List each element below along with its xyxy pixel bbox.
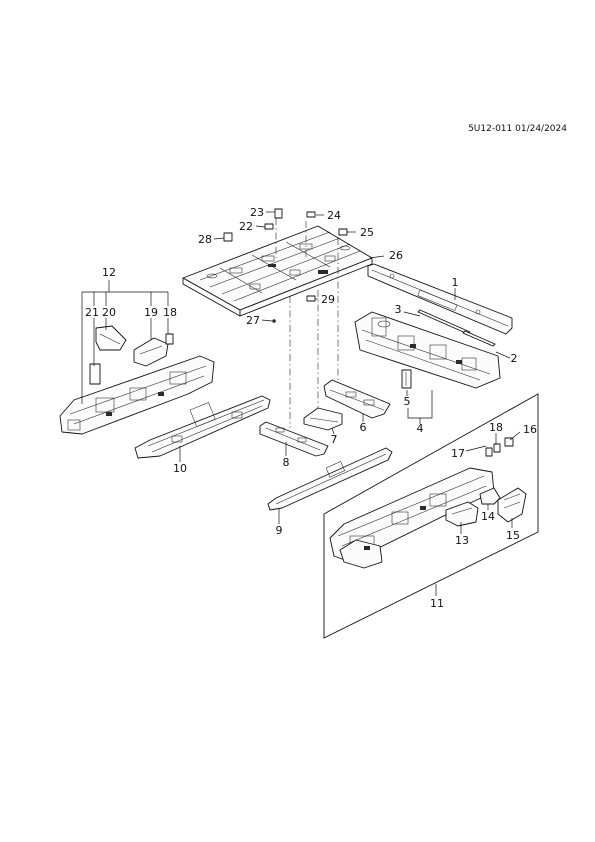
part-2-panel [354, 311, 501, 389]
callout-27: 27 [246, 314, 260, 327]
part-11-assembly [329, 437, 527, 569]
part-3-strip-b [462, 330, 496, 347]
callout-22: 22 [239, 220, 253, 233]
leader-lines [81, 211, 521, 596]
callout-26: 26 [389, 249, 403, 262]
part-9-rail [267, 447, 393, 511]
part-1-bar [367, 263, 513, 335]
callout-21: 21 [85, 306, 99, 319]
part-floor-panel [182, 225, 373, 317]
callout-6: 6 [360, 421, 367, 434]
callout-4: 4 [417, 422, 424, 435]
part-12-assembly [59, 325, 215, 435]
callout-24: 24 [327, 209, 341, 222]
callout-7: 7 [331, 433, 338, 446]
alignment-lines [275, 218, 339, 428]
callout-9: 9 [276, 524, 283, 537]
callout-numbers: 1 2 3 4 5 6 7 8 9 10 11 12 13 14 15 16 1… [85, 206, 537, 610]
callout-12: 12 [102, 266, 116, 279]
part-7-member [303, 407, 343, 431]
part-5-bracket [401, 369, 412, 389]
part-3-strip [417, 309, 471, 335]
part-6-member [323, 379, 391, 419]
diagram-reference-code: 5U12-011 01/24/2024 [468, 124, 567, 134]
callout-20: 20 [102, 306, 116, 319]
callout-18-right: 18 [489, 421, 503, 434]
callout-2: 2 [511, 352, 518, 365]
callout-11: 11 [430, 597, 444, 610]
callout-25: 25 [360, 226, 374, 239]
callout-19: 19 [144, 306, 158, 319]
part-8-member [259, 421, 329, 457]
callout-29: 29 [321, 293, 335, 306]
callout-10: 10 [173, 462, 187, 475]
callout-18-left: 18 [163, 306, 177, 319]
callout-14: 14 [481, 510, 495, 523]
callout-23: 23 [250, 206, 264, 219]
part-10-rail [134, 395, 271, 459]
callout-17: 17 [451, 447, 465, 460]
callout-28: 28 [198, 233, 212, 246]
part-11-frame [323, 393, 539, 639]
callout-15: 15 [506, 529, 520, 542]
callout-1: 1 [452, 276, 459, 289]
callout-5: 5 [404, 395, 411, 408]
callout-16: 16 [523, 423, 537, 436]
callout-13: 13 [455, 534, 469, 547]
callout-3: 3 [395, 303, 402, 316]
callout-8: 8 [283, 456, 290, 469]
